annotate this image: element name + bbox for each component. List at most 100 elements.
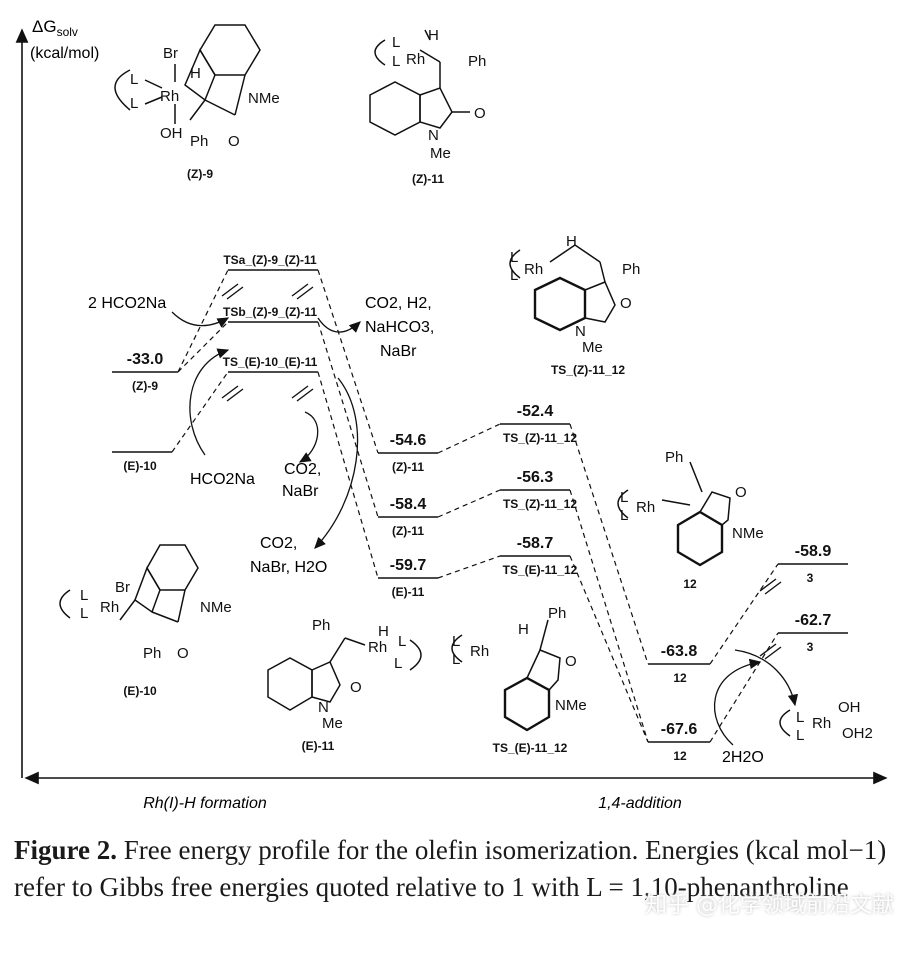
structures: Br Rh H NMe OH Ph O L L (Z)-9 H L L Rh P… — [59, 24, 873, 755]
connectors — [171, 269, 779, 743]
structure-ts-e11-12: Ph H L L Rh O NMe TS_(E)-11_12 — [451, 605, 587, 755]
break-mark-3b — [296, 388, 314, 402]
atom-l-1: L — [510, 249, 518, 266]
reagent-nabr-2: NaBr — [282, 483, 319, 500]
structure-12: Ph L L Rh O NMe 12 — [617, 449, 764, 591]
structure-label-ts-z11-12: TS_(Z)-11_12 — [551, 363, 625, 377]
atom-l-2: L — [80, 605, 88, 622]
break-mark-4a — [759, 578, 777, 592]
atom-rh: Rh — [100, 599, 119, 616]
atom-h: H — [190, 65, 201, 82]
connector-tsz1-p12a — [569, 423, 649, 665]
break-mark-0b — [226, 286, 244, 300]
break-mark-5b — [764, 646, 782, 660]
connector-e10-tse — [171, 371, 229, 453]
section-label-rh-h-formation: Rh(I)-H formation — [143, 795, 267, 812]
section-label-1-4-addition: 1,4-addition — [598, 795, 682, 812]
break-mark-0a — [221, 283, 239, 297]
structure-label-z9: (Z)-9 — [187, 167, 213, 181]
atom-o: O — [350, 679, 362, 696]
atom-me: Me — [430, 145, 451, 162]
reagent-2h2o: 2H2O — [722, 749, 764, 766]
atom-nme: NMe — [248, 90, 280, 107]
reagent-co2-h2: CO2, H2, — [365, 295, 432, 312]
atom-o: O — [620, 295, 632, 312]
atom-l-1: L — [392, 34, 400, 51]
level-label-tsz2: TS_(Z)-11_12 — [503, 497, 577, 511]
atom-h: H — [518, 621, 529, 638]
level-value-z11a: -54.6 — [390, 432, 427, 449]
atom-h: H — [566, 233, 577, 250]
atom-ph: Ph — [548, 605, 566, 622]
atom-ph: Ph — [665, 449, 683, 466]
reagent-nabr-h2o: NaBr, H2O — [250, 559, 327, 576]
axis-breaks — [221, 283, 782, 660]
atom-oh2: OH2 — [842, 725, 873, 742]
arrow-out-co2-nabr-h2o — [314, 377, 359, 549]
atom-l-2: L — [620, 507, 628, 524]
connector-z11b-tsz2 — [437, 489, 501, 518]
reagent-2-hco2na: 2 HCO2Na — [88, 295, 166, 312]
atom-o: O — [177, 645, 189, 662]
arrow-out-rh-oh — [734, 649, 799, 707]
reagent-nahco3: NaHCO3, — [365, 319, 434, 336]
reagent-co2-3: CO2, — [260, 535, 297, 552]
energy-levels: -33.0(Z)-9(E)-10TSa_(Z)-9_(Z)-11TSb_(Z)-… — [112, 253, 848, 763]
structure-e10: Br L L Rh NMe Ph O (E)-10 — [59, 544, 232, 698]
break-mark-2a — [221, 385, 239, 399]
structure-label-ts-e11-12: TS_(E)-11_12 — [493, 741, 568, 755]
connector-tsz2-p12b — [569, 489, 649, 743]
reagent-co2-2: CO2, — [284, 461, 321, 478]
atom-n: N — [318, 699, 329, 716]
arrow-out-co2-nabr — [298, 411, 319, 463]
level-label-p3a: 3 — [807, 571, 814, 585]
structure-label-e10: (E)-10 — [123, 684, 157, 698]
reagent-hco2na: HCO2Na — [190, 471, 255, 488]
structure-ts-z11-12: H L L Rh Ph O N Me TS_(Z)-11_12 — [509, 233, 640, 377]
atom-l-1: L — [620, 489, 628, 506]
break-mark-5a — [759, 643, 777, 657]
atom-ph: Ph — [190, 133, 208, 150]
connector-tsb-z11b — [317, 321, 379, 518]
reagent-labels: 2 HCO2Na CO2, H2, NaHCO3, NaBr HCO2Na CO… — [88, 295, 764, 766]
level-value-p3a: -58.9 — [795, 543, 832, 560]
atom-rh: Rh — [812, 715, 831, 732]
break-mark-4b — [764, 581, 782, 595]
connector-p12a-p3a — [709, 563, 779, 665]
level-label-z9: (Z)-9 — [132, 379, 158, 393]
level-value-tse2: -58.7 — [517, 535, 554, 552]
arrow-in-hco2na-top — [171, 311, 230, 328]
atom-rh: Rh — [406, 51, 425, 68]
structure-rh-oh-oh2: L L Rh OH OH2 — [779, 699, 873, 744]
level-label-p12b: 12 — [673, 749, 687, 763]
level-label-tsz1: TS_(Z)-11_12 — [503, 431, 577, 445]
connector-z11a-tsz1 — [437, 423, 501, 454]
atom-rh: Rh — [524, 261, 543, 278]
arrow-out-co2-h2 — [317, 317, 361, 333]
atom-br: Br — [115, 579, 130, 596]
atom-l-1: L — [452, 633, 460, 650]
atom-nme: NMe — [555, 697, 587, 714]
structure-z9: Br Rh H NMe OH Ph O L L (Z)-9 — [114, 24, 280, 181]
atom-o: O — [565, 653, 577, 670]
level-label-tse2: TS_(E)-11_12 — [503, 563, 578, 577]
level-label-z11b: (Z)-11 — [392, 524, 424, 538]
reagent-arrows — [171, 311, 799, 746]
connector-e11-tse2 — [437, 555, 501, 579]
energy-profile-figure: ΔGsolv (kcal/mol) Rh(I)-H formation 1,4-… — [15, 17, 888, 812]
atom-n: N — [575, 323, 586, 340]
break-mark-2b — [226, 388, 244, 402]
atom-nme: NMe — [200, 599, 232, 616]
structure-label-e11: (E)-11 — [302, 739, 335, 753]
connector-p12b-p3b — [709, 632, 779, 743]
atom-l-2: L — [796, 727, 804, 744]
atom-l-2: L — [510, 267, 518, 284]
figure-caption: Figure 2. Free energy profile for the ol… — [14, 832, 898, 906]
watermark: 知乎 @化学领域前沿文献 — [645, 893, 894, 918]
atom-rh: Rh — [636, 499, 655, 516]
atom-o: O — [735, 484, 747, 501]
level-value-tsz2: -56.3 — [517, 469, 554, 486]
atom-nme: NMe — [732, 525, 764, 542]
level-value-z11b: -58.4 — [390, 496, 427, 513]
structure-e11: Ph Rh H L L O N Me (E)-11 — [267, 617, 422, 753]
